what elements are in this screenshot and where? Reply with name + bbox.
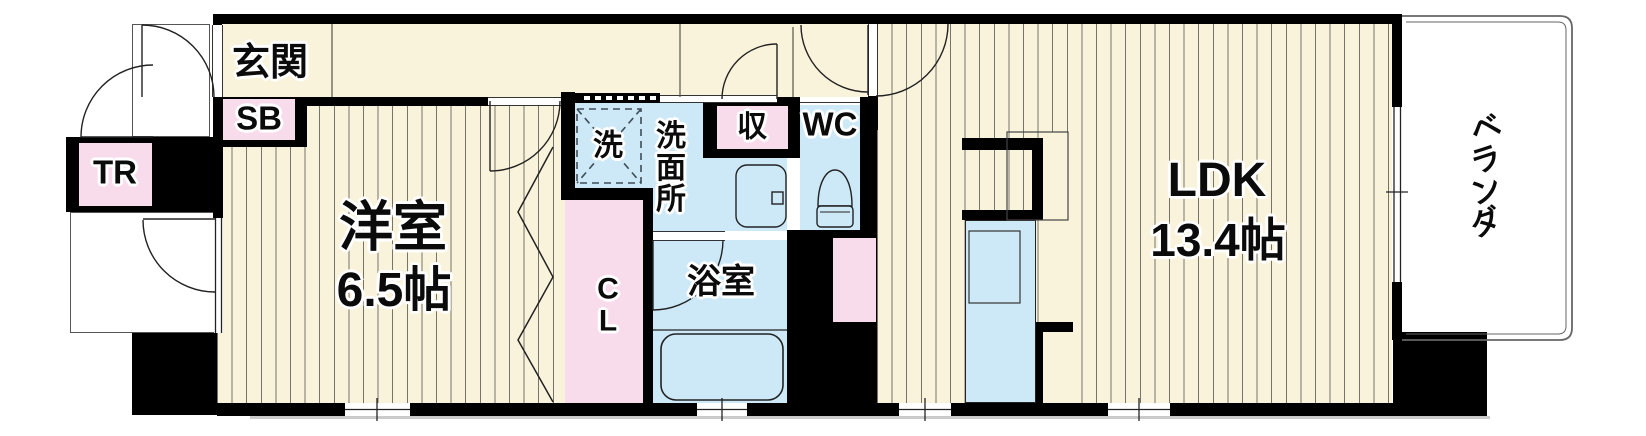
trunkroom-box <box>79 143 152 206</box>
bathroom-label: 浴室 <box>687 263 755 302</box>
wall-veranda-bottom <box>1392 282 1402 340</box>
wall-entry-left <box>213 14 222 26</box>
wall-bath-left <box>643 200 653 403</box>
wall-bottomleft-block <box>132 333 217 415</box>
wall-kitchen-right <box>1032 150 1043 210</box>
hallway-floor <box>222 24 878 97</box>
western-room-size: 6.5帖 <box>336 263 452 317</box>
washroom-label: 洗面所 <box>656 119 686 216</box>
wall-washer-left <box>561 92 575 188</box>
closet-floor <box>565 200 643 403</box>
ldk-floor <box>877 24 1392 403</box>
bathroom-door-opening <box>653 231 725 241</box>
wall-shadow-line <box>250 416 1490 419</box>
wall-bottom <box>217 403 1400 416</box>
shoebox-label: SB <box>236 99 282 137</box>
western-room-name: 洋室 <box>339 197 447 258</box>
western-room-door-opening <box>488 97 561 106</box>
wall-kitchen-mid <box>962 210 1043 220</box>
entry-porch <box>132 24 210 137</box>
entry-door-opening <box>212 25 223 97</box>
western-room-side-window <box>214 218 223 333</box>
ldk-bottom-window <box>1108 403 1170 416</box>
kitchen-counter <box>965 220 1036 403</box>
storage-box <box>717 106 788 149</box>
side-storage-box <box>833 238 876 322</box>
storage-label: 収 <box>737 110 767 144</box>
wall-kitchen-top <box>962 138 1043 150</box>
wc-label: WC <box>802 105 858 143</box>
side-porch <box>70 212 216 333</box>
kitchen-window <box>899 403 951 416</box>
western-room-bottom-window <box>345 403 410 416</box>
ldk-size: 13.4帖 <box>1150 213 1286 266</box>
washroom-door-opening <box>660 95 777 103</box>
veranda-sliding-window <box>1392 107 1402 282</box>
wall-west-left <box>213 97 223 218</box>
wall-top <box>215 14 1400 24</box>
wc-door-opening <box>800 97 860 103</box>
wall-bottomright-block <box>1393 332 1487 416</box>
washer-label: 洗 <box>593 129 623 163</box>
trunkroom-label: TR <box>93 153 137 191</box>
ldk-door-opening <box>868 24 878 96</box>
wall-kitchen-low-v <box>1033 322 1043 403</box>
shoebox-box <box>223 99 295 140</box>
kitchen-side-floor <box>1043 132 1076 403</box>
wall-veranda-top <box>1392 14 1402 107</box>
bathroom-window <box>697 403 747 416</box>
wall-ldk-door-stub <box>868 96 878 130</box>
wall-wc-right <box>860 97 877 233</box>
genkan-label: 玄関 <box>231 42 309 85</box>
wall-closet-top <box>561 188 653 200</box>
wall-hall-bottom <box>307 97 488 106</box>
wall-washer-top <box>575 93 660 103</box>
veranda-label: ベランダ <box>1466 108 1506 244</box>
ldk-name: LDK <box>1167 153 1267 207</box>
wall-kitchen-low-h <box>1033 322 1073 332</box>
